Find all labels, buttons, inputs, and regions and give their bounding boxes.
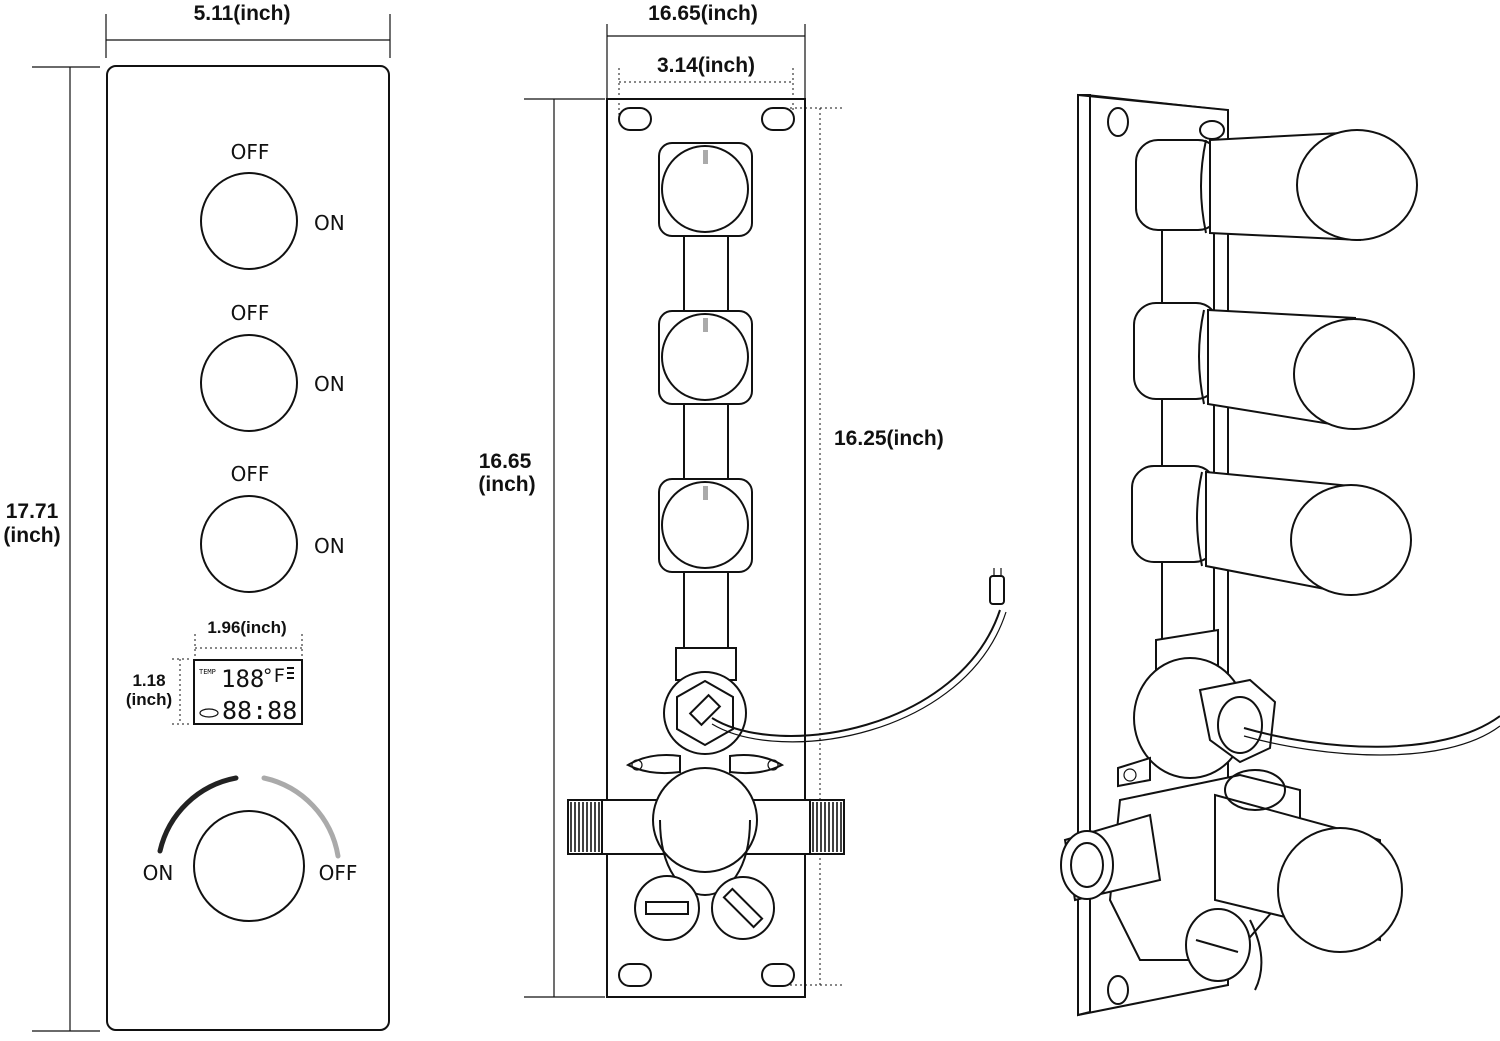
valve-cartridge-2	[658, 310, 753, 405]
perspective-sensor-wire	[1243, 715, 1500, 748]
valve-body-front-view: 16.65(inch) 3.14(inch) 16.65 (inch) 16.2…	[468, 2, 1007, 998]
bottom-port-left	[634, 875, 700, 941]
panel-height-label-unit: (inch)	[3, 524, 60, 547]
diverter-knob-3[interactable]: OFF ON	[200, 462, 345, 593]
valve-cartridge-3	[658, 478, 753, 573]
valve-mounting-plate	[606, 98, 806, 998]
diverter-knob-2[interactable]: OFF ON	[200, 301, 345, 432]
dial-off-label: OFF	[319, 861, 358, 885]
knob-2-off-label: OFF	[231, 301, 270, 325]
temperature-dial-knob[interactable]	[193, 810, 305, 922]
display-width-label: 1.96(inch)	[207, 618, 286, 637]
knob-2-on-label: ON	[314, 372, 345, 396]
display-height-label-unit: (inch)	[126, 690, 172, 709]
knob-2-button[interactable]	[200, 334, 298, 432]
mixing-valve-body	[567, 767, 845, 896]
panel-height-dimension: 17.71 (inch)	[3, 66, 100, 1032]
display-screen	[193, 659, 303, 725]
knob-3-on-label: ON	[314, 534, 345, 558]
perspective-riser-pipe	[1161, 199, 1215, 641]
panel-height-label-number: 17.71	[6, 500, 59, 523]
front-panel-view: 5.11(inch) 17.71 (inch) OFF ON OFF ON OF…	[3, 2, 391, 1032]
knob-3-off-label: OFF	[231, 462, 270, 486]
sensor-wire	[711, 609, 1001, 737]
mounting-hole-icon	[618, 963, 652, 987]
perspective-handle-1	[1135, 129, 1418, 242]
knob-1-button[interactable]	[200, 172, 298, 270]
diverter-knob-1[interactable]: OFF ON	[200, 140, 345, 270]
bottom-port-right	[711, 876, 775, 940]
wire-connector-plug	[989, 575, 1005, 605]
valve-outer-width-dimension: 16.65(inch)	[606, 2, 806, 100]
display-temp-unit: °F	[262, 665, 285, 687]
temperature-dial[interactable]: ON OFF	[143, 775, 358, 922]
front-panel-plate	[106, 65, 390, 1031]
temperature-display: TEMP 188 °F 88:88	[193, 659, 303, 725]
hot-range-arc-icon	[261, 775, 341, 859]
perspective-handle-3	[1131, 465, 1412, 596]
mounting-hole-icon	[761, 107, 795, 131]
knob-1-off-label: OFF	[231, 140, 270, 164]
valve-hole-span-label: 16.25(inch)	[834, 427, 944, 450]
valve-inner-width-dimension: 3.14(inch)	[618, 54, 794, 118]
display-dimensions: 1.96(inch) 1.18 (inch)	[126, 618, 303, 725]
perspective-mixing-valve-body	[1060, 628, 1500, 991]
panel-width-dimension: 5.11(inch)	[105, 2, 391, 58]
knob-1-on-label: ON	[314, 211, 345, 235]
valve-outer-width-label: 16.65(inch)	[648, 2, 758, 25]
display-time-readout: 88:88	[222, 696, 297, 725]
display-temp-tag: TEMP	[199, 668, 216, 676]
valve-height-label-unit: (inch)	[478, 473, 535, 496]
valve-cartridge-1	[658, 142, 753, 237]
knob-3-button[interactable]	[200, 495, 298, 593]
inlet-thread-right	[812, 802, 842, 852]
sensor-wire-edge	[711, 611, 1007, 743]
perspective-sensor-nut	[1198, 678, 1277, 764]
dial-on-label: ON	[143, 861, 174, 885]
valve-height-label-number: 16.65	[479, 450, 532, 473]
mounting-hole-icon	[761, 963, 795, 987]
cold-range-arc-icon	[157, 775, 239, 854]
display-temp-readout: 188	[221, 665, 264, 693]
panel-width-label: 5.11(inch)	[194, 2, 291, 25]
perspective-handle-2	[1133, 302, 1415, 430]
valve-perspective-view	[1060, 93, 1500, 1017]
water-drop-icon	[199, 708, 219, 718]
valve-riser-pipe	[683, 229, 729, 651]
display-height-label-number: 1.18	[132, 671, 165, 690]
valve-height-dimension: 16.65 (inch)	[468, 98, 605, 998]
inlet-thread-left	[570, 802, 600, 852]
valve-inner-width-label: 3.14(inch)	[657, 54, 755, 77]
mounting-hole-icon	[618, 107, 652, 131]
signal-bars-icon	[287, 667, 294, 679]
sensor-nut	[663, 671, 747, 755]
